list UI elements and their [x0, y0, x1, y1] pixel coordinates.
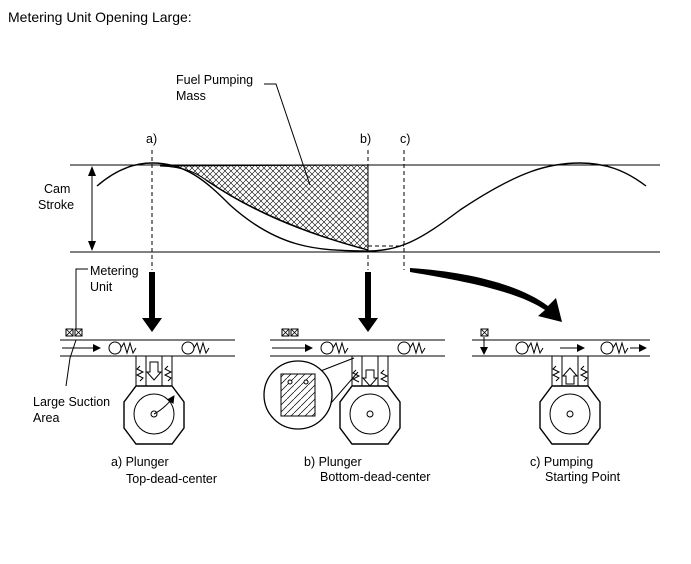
outlet-valve-ball-b [397, 341, 411, 355]
fuel-pumping-mass-area [159, 164, 369, 251]
cam-stroke-label-line1: Cam [44, 182, 70, 196]
cam-housing-a [123, 385, 185, 445]
plunger-curve [205, 179, 369, 251]
cam-stroke-label-line2: Stroke [38, 198, 74, 212]
suction-area-leader [65, 339, 77, 387]
arrow-c-curve [410, 268, 562, 322]
pump-unit-b [263, 328, 445, 445]
inlet-valve-ball-b [320, 341, 334, 355]
inlet-valve-ball-a [108, 341, 122, 355]
caption-a-line1: a) Plunger [111, 455, 169, 469]
page-title: Metering Unit Opening Large: [8, 9, 192, 25]
caption-a-line2: Top-dead-center [126, 472, 217, 486]
suction-area-callout: Large Suction Area [33, 339, 110, 425]
cam-curve [96, 162, 647, 252]
arrow-a-down [142, 272, 162, 332]
marker-c-label: c) [400, 132, 410, 146]
marker-a-label: a) [146, 132, 157, 146]
magnified-suction-area [280, 373, 316, 417]
caption-b-line1: b) Plunger [304, 455, 362, 469]
arrow-b-down [358, 272, 378, 332]
caption-b-line2: Bottom-dead-center [320, 470, 430, 484]
metering-unit-leader [75, 268, 88, 330]
cam-housing-c [539, 385, 601, 445]
fuel-pumping-label-line1: Fuel Pumping [176, 73, 253, 87]
outlet-valve-ball-c [600, 341, 614, 355]
cam-stroke-graph: a) b) c) Cam Stroke Fuel Pumping Mass [38, 73, 660, 270]
metering-unit-label-line2: Unit [90, 280, 113, 294]
suction-area-label-line2: Area [33, 411, 59, 425]
cam-housing-b [339, 385, 401, 445]
pump-unit-c [472, 328, 650, 445]
suction-area-label-line1: Large Suction [33, 395, 110, 409]
marker-b-label: b) [360, 132, 371, 146]
fuel-pumping-label-line2: Mass [176, 89, 206, 103]
metering-unit-callout: Metering Unit [75, 264, 139, 330]
pump-unit-a [60, 328, 235, 445]
caption-c-line1: c) Pumping [530, 455, 593, 469]
inlet-valve-ball-c [515, 341, 529, 355]
fuel-pumping-leader [264, 83, 311, 186]
metering-unit-label-line1: Metering [90, 264, 139, 278]
transition-arrows [142, 268, 562, 332]
caption-c-line2: Starting Point [545, 470, 621, 484]
outlet-valve-ball-a [181, 341, 195, 355]
